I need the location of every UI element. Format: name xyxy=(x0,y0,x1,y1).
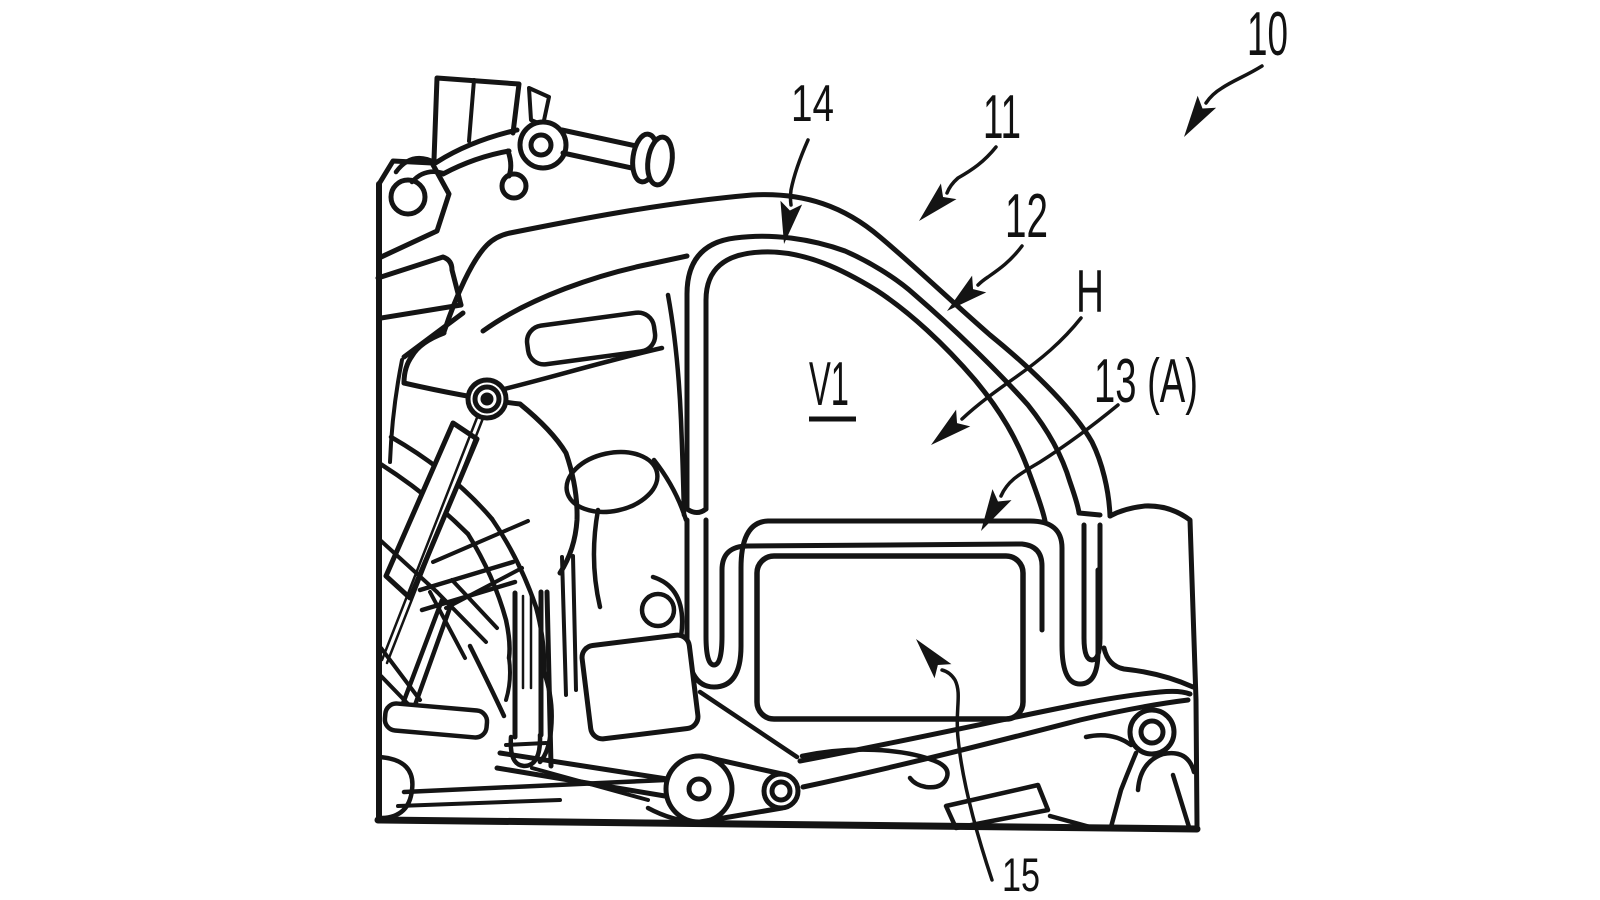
svg-text:15: 15 xyxy=(1002,848,1040,900)
svg-text:12: 12 xyxy=(1005,182,1048,251)
svg-text:H: H xyxy=(1076,258,1104,325)
svg-text:11: 11 xyxy=(983,83,1021,152)
svg-text:14: 14 xyxy=(791,75,834,133)
svg-text:V1: V1 xyxy=(809,350,849,419)
svg-text:13 (A): 13 (A) xyxy=(1094,347,1198,416)
svg-text:10: 10 xyxy=(1247,0,1288,69)
